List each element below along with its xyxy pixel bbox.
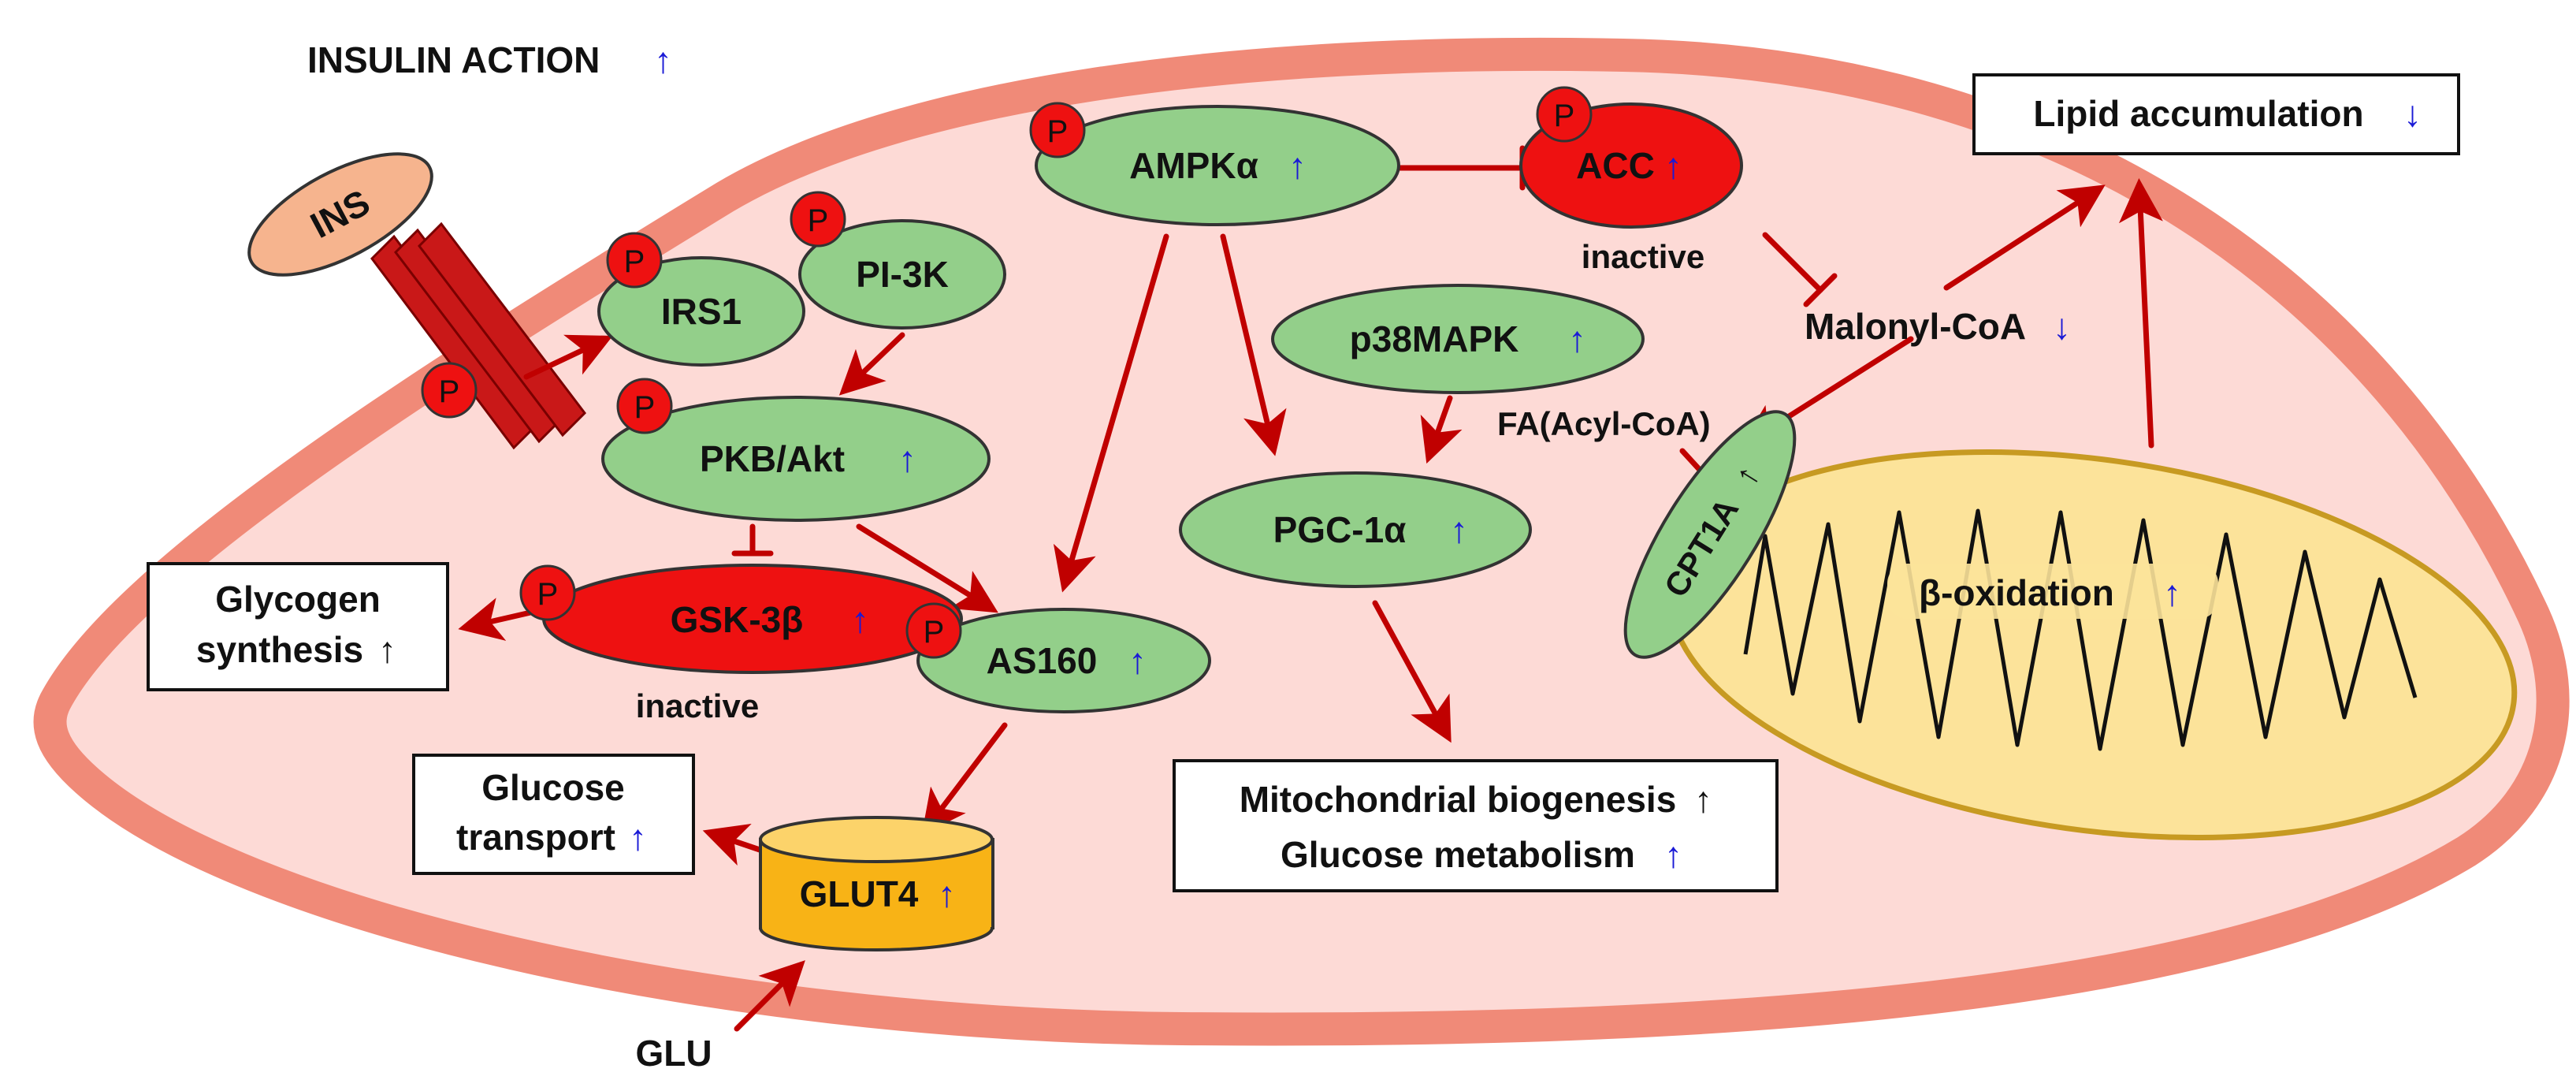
svg-text:P: P [1554, 99, 1575, 133]
acc-inactive-label: inactive [1582, 238, 1704, 275]
svg-text:P: P [439, 374, 460, 409]
svg-text:AS160: AS160 [987, 640, 1098, 681]
svg-text:Glycogen: Glycogen [215, 579, 381, 620]
arrow-glu-glut4 [734, 960, 805, 1032]
svg-text:P: P [634, 390, 656, 425]
as160-node: AS160 ↑ [916, 608, 1211, 713]
svg-text:p38MAPK: p38MAPK [1350, 318, 1519, 359]
p38mapk-node: p38MAPK ↑ [1271, 284, 1645, 394]
arrow-malonyl-lipid [1943, 184, 2106, 291]
svg-text:AMPKα: AMPKα [1129, 145, 1258, 186]
svg-text:synthesis: synthesis [196, 629, 363, 670]
arrow-glut4-glucose [702, 823, 768, 866]
irs1-node: IRS1 [597, 256, 805, 367]
glut4-transporter: GLUT4 ↑ [759, 816, 994, 951]
glycogen-synthesis-box: Glycogen synthesis ↑ [147, 562, 449, 691]
svg-text:P: P [808, 203, 829, 238]
svg-text:Lipid accumulation: Lipid accumulation [2033, 93, 2363, 134]
svg-text:↑: ↑ [1450, 509, 1468, 550]
arrow-ampk-pgc1a [1220, 233, 1287, 456]
svg-text:PKB/Akt: PKB/Akt [700, 438, 845, 479]
phospho-as160: P [905, 602, 962, 659]
svg-text:PI-3K: PI-3K [856, 254, 949, 295]
svg-text:Glucose: Glucose [481, 767, 625, 808]
phospho-receptor: P [421, 362, 478, 419]
arrow-pgc1a-mito [1372, 600, 1452, 743]
arrow-pi3k-pkb [838, 332, 905, 396]
arrows [458, 145, 2163, 1032]
fa-acyl-coa-label: FA(Acyl-CoA) [1497, 405, 1711, 442]
arrow-ampk-as160 [1053, 233, 1169, 593]
pgc1a-node: PGC-1α ↑ [1179, 471, 1532, 588]
svg-text:↑: ↑ [1128, 640, 1147, 681]
svg-text:↑: ↑ [378, 629, 396, 670]
svg-text:↑: ↑ [1694, 779, 1712, 820]
svg-text:IRS1: IRS1 [661, 291, 742, 332]
arrow-receptor-irs1 [523, 334, 613, 380]
beta-ox-up-arrow: ↑ [2163, 572, 2181, 613]
svg-text:Glucose metabolism: Glucose metabolism [1281, 834, 1635, 875]
svg-text:↑: ↑ [938, 873, 956, 914]
svg-text:GSK-3β: GSK-3β [671, 599, 804, 640]
arrow-pkb-as160 [856, 523, 998, 613]
svg-text:↓: ↓ [2403, 93, 2422, 134]
svg-text:Mitochondrial biogenesis: Mitochondrial biogenesis [1240, 779, 1677, 820]
inhibit-acc-malonyl [1762, 232, 1823, 293]
title-text: INSULIN ACTION [307, 39, 600, 80]
arrow-p38-pgc1a [1420, 395, 1463, 464]
beta-oxidation-label: β-oxidation [1919, 572, 2114, 613]
malonyl-coa-label: Malonyl-CoA [1805, 306, 2026, 347]
svg-text:ACC: ACC [1576, 145, 1655, 186]
mito-biogenesis-box: Mitochondrial biogenesis ↑ Glucose metab… [1173, 759, 1779, 892]
arrow-as160-glut4 [921, 722, 1008, 836]
svg-text:P: P [924, 615, 945, 650]
svg-text:↑: ↑ [1568, 318, 1586, 359]
svg-text:P: P [537, 577, 559, 612]
svg-text:↑: ↑ [851, 599, 869, 640]
phospho-gsk3b: P [519, 564, 576, 621]
svg-text:↑: ↑ [1664, 834, 1682, 875]
svg-text:↑: ↑ [898, 438, 916, 479]
svg-text:↑: ↑ [1288, 145, 1307, 186]
cpt1a-node: CPT1A ↑ [1623, 410, 1797, 659]
glu-label: GLU [635, 1033, 712, 1074]
title-up-arrow: ↑ [654, 39, 672, 80]
ins-ligand: INS [247, 152, 433, 277]
svg-text:P: P [624, 244, 645, 279]
gsk3b-node: GSK-3β ↑ [542, 564, 963, 674]
pkb-node: PKB/Akt ↑ [601, 396, 991, 522]
svg-text:transport: transport [456, 817, 615, 858]
phospho-ampk: P [1029, 102, 1086, 158]
svg-text:GLUT4: GLUT4 [800, 873, 919, 914]
svg-text:↑: ↑ [1664, 145, 1682, 186]
phospho-acc: P [1536, 86, 1593, 143]
phospho-pkb: P [616, 378, 673, 434]
glucose-transport-box: Glucose transport ↑ [412, 754, 695, 875]
arrow-mito-lipid [2118, 178, 2163, 449]
malonyl-down-arrow: ↓ [2053, 306, 2071, 347]
phospho-irs1: P [606, 232, 663, 289]
pi3k-node: PI-3K [798, 219, 1006, 330]
lipid-accumulation-box: Lipid accumulation ↓ [1972, 73, 2460, 155]
gsk-inactive-label: inactive [636, 687, 759, 724]
svg-text:P: P [1047, 114, 1069, 149]
phospho-pi3k: P [790, 191, 846, 248]
ampk-node: AMPKα ↑ [1035, 105, 1400, 226]
svg-text:↑: ↑ [629, 817, 647, 858]
svg-text:PGC-1α: PGC-1α [1273, 509, 1407, 550]
